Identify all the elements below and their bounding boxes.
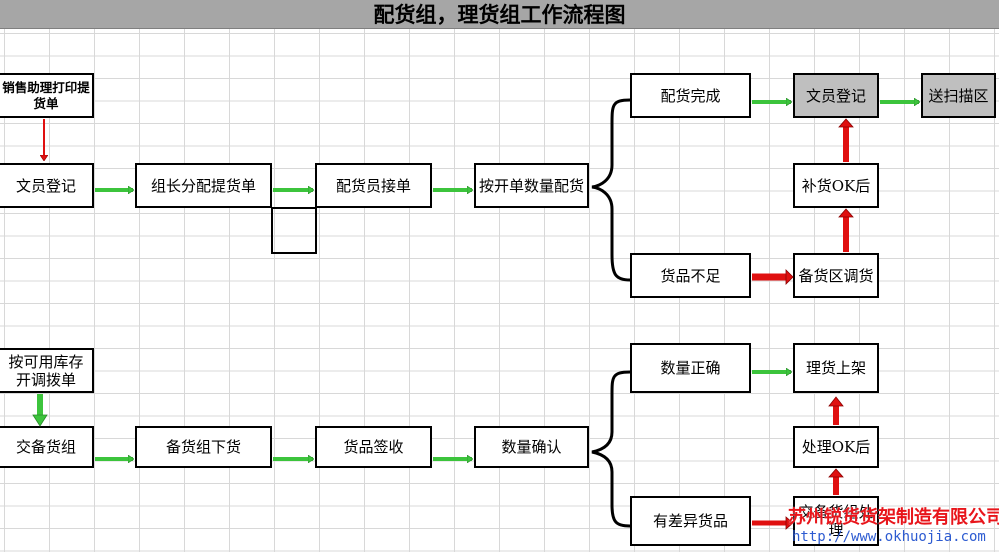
arrow-replenish-to-clerk2-head	[838, 118, 854, 128]
watermark-url: http://www.okhuojia.com	[792, 529, 986, 545]
brace-row1	[591, 98, 631, 282]
node-picker-receive: 配货员接单	[315, 163, 432, 208]
node-send-scan: 送扫描区	[921, 73, 996, 118]
node-to-reserve-group: 交备货组	[0, 426, 94, 468]
arrow-diff-to-handle-head	[785, 516, 794, 530]
arrow-ok-to-shelve-head	[828, 396, 844, 407]
node-clerk-register-1: 文员登记	[0, 163, 94, 208]
arrow-handle-to-ok-head	[828, 468, 844, 478]
arrow-open-to-group-head	[32, 414, 48, 427]
node-empty-box	[271, 207, 317, 254]
watermark-company: 苏州锐货货架制造有限公司	[788, 507, 999, 528]
node-qty-correct: 数量正确	[630, 343, 751, 393]
page-title: 配货组，理货组工作流程图	[0, 0, 999, 29]
node-to-reserve-handle: 交备货组处理	[793, 496, 879, 546]
node-diff-goods: 有差异货品	[630, 496, 751, 546]
node-goods-short: 货品不足	[630, 253, 751, 298]
node-qty-confirm: 数量确认	[474, 426, 589, 468]
node-clerk-register-2: 文员登记	[793, 73, 879, 118]
brace-row2	[591, 370, 631, 528]
node-open-transfer: 按可用库存开调拨单	[0, 348, 94, 393]
node-pick-done: 配货完成	[630, 73, 751, 118]
node-sales-print: 销售助理打印提货单	[0, 73, 94, 118]
arrow-reserve-to-replenish-head	[838, 208, 854, 218]
node-goods-sign: 货品签收	[315, 426, 432, 468]
node-handle-ok: 处理OK后	[793, 426, 879, 468]
node-leader-assign: 组长分配提货单	[135, 163, 272, 208]
node-replenish-ok: 补货OK后	[793, 163, 879, 208]
node-pick-by-qty: 按开单数量配货	[474, 163, 589, 208]
node-reserve-unload: 备货组下货	[135, 426, 272, 468]
arrow-short-to-reserve-head	[785, 269, 794, 285]
node-tally-shelve: 理货上架	[793, 343, 879, 393]
node-reserve-transfer: 备货区调货	[793, 253, 879, 298]
